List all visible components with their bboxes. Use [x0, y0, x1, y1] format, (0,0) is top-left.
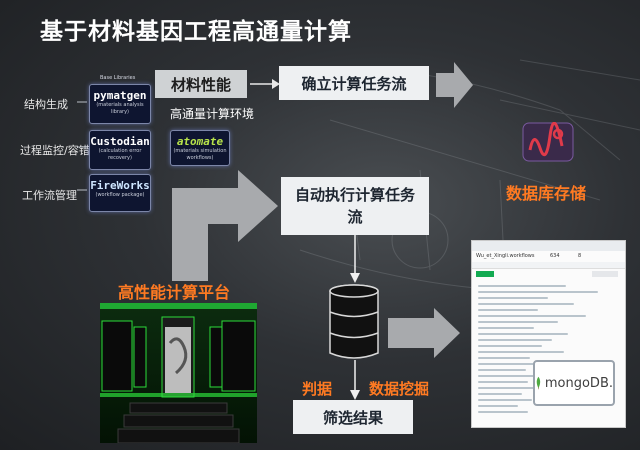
hpc-machine-room-image: [100, 303, 257, 443]
arrow-right-icon: [250, 79, 280, 89]
screenshot-green-button: [476, 271, 494, 277]
screenshot-pager: [592, 271, 618, 277]
mongodb-logo: mongoDB.: [533, 360, 615, 406]
material-property-box: 材料性能: [155, 70, 247, 98]
label-process-monitor: 过程监控/容错: [20, 144, 90, 157]
database-storage-label: 数据库存储: [506, 184, 587, 203]
custodian-sub: (calculation error recovery): [98, 148, 142, 161]
screenshot-titlebar: [472, 241, 625, 251]
arrow-down-icon-2: [350, 360, 360, 400]
data-mining-label: 数据挖掘: [369, 380, 430, 398]
auto-execute-box: 自动执行计算任务流: [281, 177, 429, 235]
big-l-arrow-icon: [172, 170, 278, 281]
pymatgen-name: pymatgen: [93, 89, 147, 102]
hpc-platform-label: 高性能计算平台: [118, 283, 231, 302]
fireworks-logo: FireWorks (workflow package): [89, 174, 151, 212]
fireworks-name: FireWorks: [90, 179, 150, 192]
custodian-logo: Custodian (calculation error recovery): [89, 130, 151, 170]
base-libraries-label: Base Libraries: [100, 75, 136, 81]
label-structure-generation: 结构生成: [24, 98, 68, 111]
custodian-name: Custodian: [90, 135, 150, 148]
atomate-sub: (materials simulation workflows): [173, 148, 227, 161]
database-icon: [329, 284, 379, 359]
database-logo-icon: [522, 122, 574, 162]
collection-name: Wu_et_Xingli.workflows: [476, 253, 535, 259]
big-arrow-right-icon: [436, 62, 473, 108]
screenshot-tabs: [472, 262, 625, 269]
atomate-name: atomate: [176, 135, 224, 148]
criteria-label: 判据: [302, 380, 333, 398]
mongodb-text: mongoDB.: [544, 375, 613, 391]
big-arrow-right-icon-2: [388, 308, 460, 358]
big-arrow-down-right-icon: [428, 236, 468, 282]
label-workflow-management: 工作流管理: [22, 189, 77, 202]
arrow-down-icon: [350, 235, 360, 283]
page-title: 基于材料基因工程高通量计算: [40, 19, 352, 45]
atomate-logo: atomate (materials simulation workflows): [170, 130, 230, 166]
document-count: 634: [550, 253, 560, 259]
ht-environment-label: 高通量计算环境: [170, 107, 255, 121]
mongodb-leaf-icon: [536, 376, 541, 390]
pymatgen-logo: pymatgen (materials analysis library): [89, 84, 151, 124]
fireworks-sub: (workflow package): [95, 192, 145, 198]
index-count: 8: [578, 253, 582, 259]
bracket-lines: [77, 101, 87, 191]
pymatgen-sub: (materials analysis library): [96, 102, 144, 115]
filter-results-box: 筛选结果: [293, 400, 413, 434]
define-workflow-box: 确立计算任务流: [279, 66, 429, 100]
